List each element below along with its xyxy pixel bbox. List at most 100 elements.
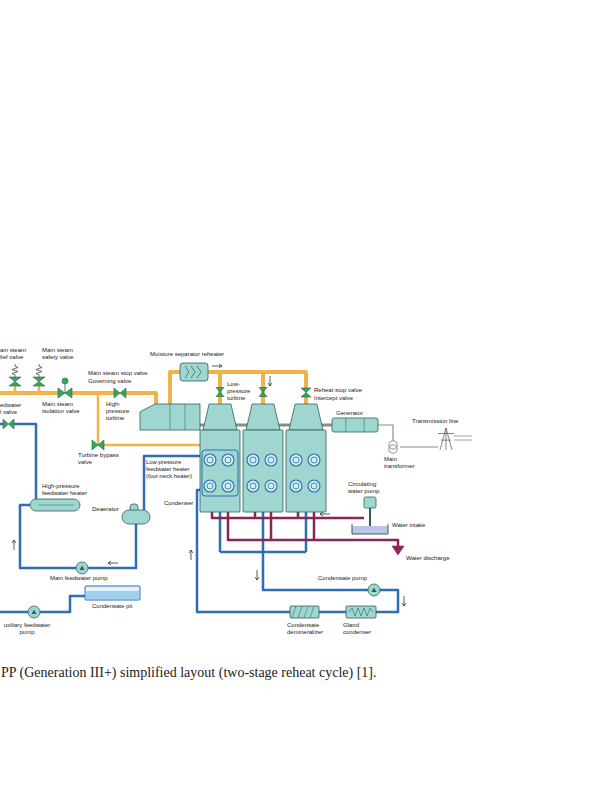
- component-shape: [114, 388, 126, 398]
- shape-outline: [346, 606, 376, 618]
- shape-outline: [438, 428, 454, 450]
- component-label: Condensate pit: [92, 603, 132, 610]
- component-label: edwater l valve: [0, 402, 23, 416]
- component-label: Reheat stop valve: [314, 387, 362, 394]
- shape-outline: [290, 606, 319, 618]
- component-shape: [86, 591, 139, 599]
- pipe-line: [14, 424, 36, 499]
- stop-valve: Main steam stop valveGoverning valve: [114, 388, 126, 398]
- component-label: Transmission line: [412, 418, 458, 425]
- component-shape: [372, 588, 377, 593]
- component-shape: [222, 480, 234, 492]
- component-label: Low- pressure turbine: [227, 381, 257, 402]
- component-label: Main steam safety valve: [42, 347, 88, 361]
- component-shape: [180, 363, 208, 381]
- shape-outline: [3, 419, 14, 429]
- component-label: Condensate pump: [318, 575, 367, 582]
- component-shape: [92, 440, 104, 450]
- component-label: Condensate demineralizer: [287, 622, 333, 636]
- component-shape: [85, 586, 140, 600]
- shape-outline: [332, 418, 378, 432]
- component-shape: [290, 606, 319, 618]
- component-shape: [58, 388, 72, 398]
- component-label: Turbine bypass valve: [78, 452, 126, 466]
- component-label: Moisture separator reheater: [150, 351, 224, 358]
- condensate-pit: Condensate pit: [85, 586, 140, 600]
- component-shape: [250, 483, 256, 489]
- component-shape: [207, 457, 213, 463]
- pipe-line: [144, 456, 202, 510]
- pipe-line: [400, 446, 438, 447]
- component-shape: [364, 497, 376, 508]
- component-shape: [346, 418, 364, 432]
- reheater-box: Moisture separator reheater: [180, 363, 208, 381]
- lp-turbine: Low- pressure turbine: [246, 404, 280, 430]
- intake-basin: Water intake: [352, 524, 388, 534]
- component-shape: [308, 454, 320, 466]
- feedwater-pump: Main feedwater pump: [76, 562, 88, 574]
- transmission-tower: Transmission line: [438, 428, 454, 450]
- shape-outline: [28, 606, 40, 618]
- component-shape: [225, 483, 231, 489]
- component-label: Low-pressure feedwater heater (four-neck…: [146, 459, 196, 480]
- power-line: [454, 436, 472, 440]
- pipe-line: [263, 512, 368, 590]
- steam-pipe: [0, 372, 306, 404]
- component-shape: [28, 606, 40, 618]
- component-shape: [33, 377, 45, 386]
- component-label: High-pressure feedwater heater: [42, 483, 100, 497]
- pipe-line: [40, 596, 85, 612]
- component-label: Circulating water pump: [348, 481, 388, 495]
- component-shape: [349, 608, 373, 616]
- component-label: Water discharge: [406, 555, 449, 562]
- component-shape: [308, 480, 320, 492]
- component-label: Condenser: [164, 500, 193, 507]
- pipe-line: [72, 391, 114, 395]
- component-shape: [311, 483, 317, 489]
- shape-outline: [58, 388, 72, 398]
- deaerator-tank: Deaerator: [122, 510, 150, 524]
- component-shape: [204, 454, 216, 466]
- component-shape: [286, 430, 326, 512]
- component-shape: [292, 606, 314, 618]
- component-shape: [247, 480, 259, 492]
- transformer-symbol: Main transformer: [386, 440, 400, 454]
- shape-outline: [180, 363, 208, 381]
- condensate-pump: Condensate pump: [368, 584, 380, 596]
- component-label: High- pressure turbine: [106, 401, 134, 422]
- component-shape: [311, 457, 317, 463]
- bypass-valve: Turbine bypass valve: [92, 440, 104, 450]
- shape-outline: [246, 404, 280, 430]
- component-shape: [200, 430, 240, 512]
- component-shape: [3, 419, 14, 429]
- turbine-casing: [203, 404, 323, 430]
- component-label: Intercept valve: [314, 395, 353, 402]
- component-shape: [293, 457, 299, 463]
- shape-outline: [352, 524, 388, 534]
- component-label: Main steam stop valve: [88, 370, 148, 377]
- relief-valve: ain steam lief valve: [9, 377, 21, 386]
- isolation-valve: Main steam isolation valve: [58, 388, 72, 398]
- component-shape: [185, 366, 201, 378]
- component-shape: [30, 499, 80, 511]
- shape-outline: [122, 510, 150, 524]
- shape-outline: [9, 377, 21, 386]
- component-shape: [290, 480, 302, 492]
- hp-heater: High-pressure feedwater heater: [30, 499, 80, 511]
- shape-outline: [368, 584, 380, 596]
- valve-spring: [12, 364, 42, 377]
- component-shape: [290, 454, 302, 466]
- hp-turbine: High- pressure turbine: [140, 404, 200, 430]
- component-shape: [122, 510, 150, 524]
- component-shape: [332, 418, 378, 432]
- figure-caption: PP (Generation III+) simplified layout (…: [1, 664, 377, 681]
- component-shape: [140, 404, 200, 430]
- reheat-valve: Reheat stop valveIntercept valve: [301, 388, 311, 397]
- component-shape: [346, 606, 376, 618]
- pipe-line: [170, 372, 180, 404]
- shape-outline: [200, 430, 326, 512]
- safety-valve: Main steam safety valve: [33, 377, 45, 386]
- component-shape: [38, 505, 74, 506]
- condenser-block: CondenserLow-pressure feedwater heater (…: [200, 430, 326, 512]
